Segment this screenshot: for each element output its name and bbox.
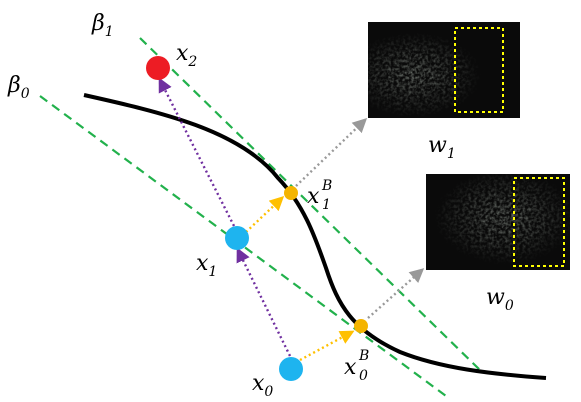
point-x0 (279, 357, 303, 381)
image-w0 (426, 174, 570, 270)
image-w1 (368, 22, 520, 118)
point-x1B (284, 186, 298, 200)
projection-arrow-x1 (245, 196, 285, 233)
point-x0B (354, 319, 368, 333)
image-arrow-w1 (295, 118, 368, 187)
step-arrow-x0-x1 (236, 247, 292, 357)
highlight-box-w0 (513, 177, 565, 267)
label-x0B-main: x (344, 355, 357, 380)
hyperplane-beta1 (139, 37, 483, 373)
point-x1 (225, 226, 249, 250)
hyperplane-beta0 (39, 95, 447, 397)
label-w0: w0 (486, 285, 514, 314)
label-x0: x0 (252, 371, 273, 400)
label-x1B-sup: B (321, 178, 332, 194)
highlight-box-w1 (454, 27, 504, 113)
label-beta0: β0 (7, 73, 30, 102)
label-beta1: β1 (91, 11, 114, 40)
label-x1B-main: x (307, 184, 320, 209)
decision-boundary (83, 93, 547, 380)
step-arrow-x1-x2 (158, 77, 236, 227)
label-x0B-sup: B (358, 348, 369, 364)
label-x1B-sub: 1 (322, 197, 331, 213)
label-x2: x2 (176, 41, 197, 70)
label-x0B-sub: 0 (359, 368, 368, 384)
point-x2 (146, 56, 170, 80)
label-w1: w1 (428, 133, 456, 162)
image-arrow-w0 (367, 268, 425, 319)
label-x1: x1 (196, 251, 217, 280)
